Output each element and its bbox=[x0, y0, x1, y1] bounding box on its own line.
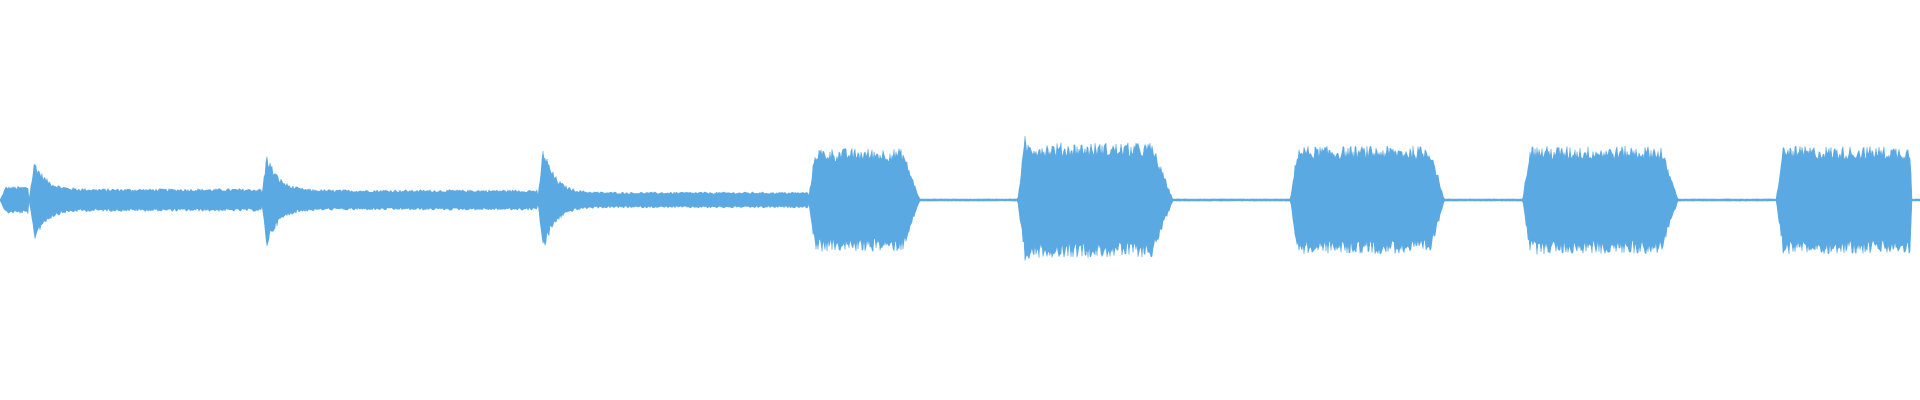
waveform-path bbox=[0, 136, 1920, 261]
